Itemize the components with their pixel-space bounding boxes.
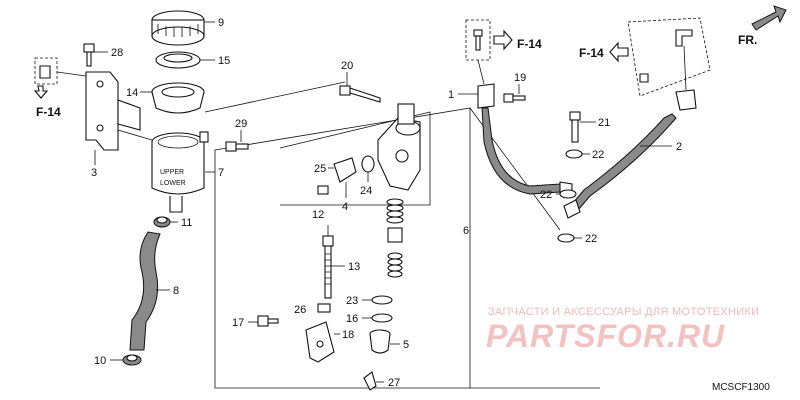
callout-19: 19 bbox=[514, 72, 526, 84]
ref-f14-left: F-14 bbox=[36, 105, 61, 119]
hose-clamp-11 bbox=[153, 216, 171, 228]
nut-26 bbox=[317, 303, 331, 313]
leader-line bbox=[683, 45, 687, 91]
diagram-code: MCSCF1300 bbox=[712, 382, 770, 393]
bolt-21 bbox=[569, 111, 581, 143]
assembly-outline-6 bbox=[214, 107, 471, 389]
joint-25 bbox=[317, 157, 357, 195]
washer-22 bbox=[557, 233, 575, 243]
callout-18: 18 bbox=[342, 329, 354, 341]
callout-20: 20 bbox=[341, 60, 353, 72]
leader-line bbox=[477, 59, 485, 85]
ref-box-mid bbox=[465, 19, 513, 61]
washer-22 bbox=[565, 149, 583, 159]
callout-25: 25 bbox=[314, 163, 326, 175]
boot-5 bbox=[369, 329, 391, 354]
watermark-logo: PARTSFOR.RU bbox=[486, 318, 726, 354]
washer-23 bbox=[371, 295, 393, 305]
reservoir-body: UPPER LOWER bbox=[151, 131, 209, 213]
callout-24: 24 bbox=[360, 185, 372, 197]
callout-2: 2 bbox=[676, 141, 682, 153]
callout-17: 17 bbox=[232, 317, 244, 329]
reservoir-hose bbox=[129, 231, 161, 351]
bolt-29 bbox=[225, 141, 249, 152]
circlip-16 bbox=[371, 313, 393, 323]
arrow-down-icon bbox=[33, 85, 49, 99]
reservoir-cap bbox=[151, 10, 205, 46]
callout-28: 28 bbox=[111, 47, 123, 59]
callout-8: 8 bbox=[173, 285, 179, 297]
callout-22: 22 bbox=[585, 233, 597, 245]
callout-1: 1 bbox=[448, 89, 454, 101]
callout-27: 27 bbox=[388, 377, 400, 389]
ref-f14-right: F-14 bbox=[579, 46, 604, 60]
callout-9: 9 bbox=[218, 17, 224, 29]
brake-hose-2 bbox=[563, 89, 697, 219]
push-rod bbox=[322, 235, 334, 299]
reservoir-upper-mark: UPPER bbox=[160, 169, 184, 176]
callout-22: 22 bbox=[592, 149, 604, 161]
hose-clamp-10 bbox=[122, 354, 142, 366]
ref-f14-mid: F-14 bbox=[517, 37, 542, 51]
callout-10: 10 bbox=[94, 355, 106, 367]
rod-joint-18 bbox=[305, 321, 335, 363]
callout-12: 12 bbox=[312, 209, 324, 221]
watermark-tagline: ЗАПЧАСТИ И АКСЕССУАРЫ ДЛЯ МОТОТЕХНИКИ bbox=[488, 306, 760, 318]
callout-4: 4 bbox=[342, 201, 348, 213]
front-arrow-icon bbox=[751, 5, 787, 31]
leader-line bbox=[204, 81, 346, 113]
callout-23: 23 bbox=[346, 295, 358, 307]
reservoir-bracket bbox=[85, 71, 141, 151]
callout-29: 29 bbox=[235, 118, 247, 130]
callout-26: 26 bbox=[294, 304, 306, 316]
bolt-28 bbox=[83, 43, 95, 67]
callout-5: 5 bbox=[403, 339, 409, 351]
bolt-20 bbox=[339, 85, 381, 103]
washer-22 bbox=[559, 189, 577, 199]
reservoir-diaphragm bbox=[151, 82, 205, 114]
callout-21: 21 bbox=[598, 117, 610, 129]
leader-line bbox=[56, 71, 87, 77]
master-cylinder-body bbox=[377, 103, 421, 191]
cotter-pin-27 bbox=[363, 371, 377, 391]
ref-box-right bbox=[609, 17, 711, 97]
callout-22: 22 bbox=[540, 189, 552, 201]
piston-kit bbox=[386, 198, 404, 278]
washer-24 bbox=[361, 155, 375, 173]
callout-15: 15 bbox=[218, 55, 230, 67]
callout-13: 13 bbox=[348, 261, 360, 273]
reservoir-plate bbox=[155, 51, 201, 69]
callout-16: 16 bbox=[346, 313, 358, 325]
bolt-19 bbox=[503, 93, 526, 103]
brake-hose-1 bbox=[477, 83, 573, 195]
callout-6: 6 bbox=[463, 225, 469, 237]
callout-11: 11 bbox=[181, 217, 192, 229]
clip-ref-box bbox=[34, 57, 58, 85]
reservoir-lower-mark: LOWER bbox=[160, 180, 186, 187]
callout-3: 3 bbox=[91, 167, 97, 179]
assembly-outline-inner bbox=[279, 111, 431, 206]
callout-14: 14 bbox=[126, 87, 138, 99]
pin-17 bbox=[257, 315, 279, 327]
callout-7: 7 bbox=[218, 167, 224, 179]
leader-line bbox=[117, 129, 153, 141]
front-label: FR. bbox=[738, 33, 757, 47]
